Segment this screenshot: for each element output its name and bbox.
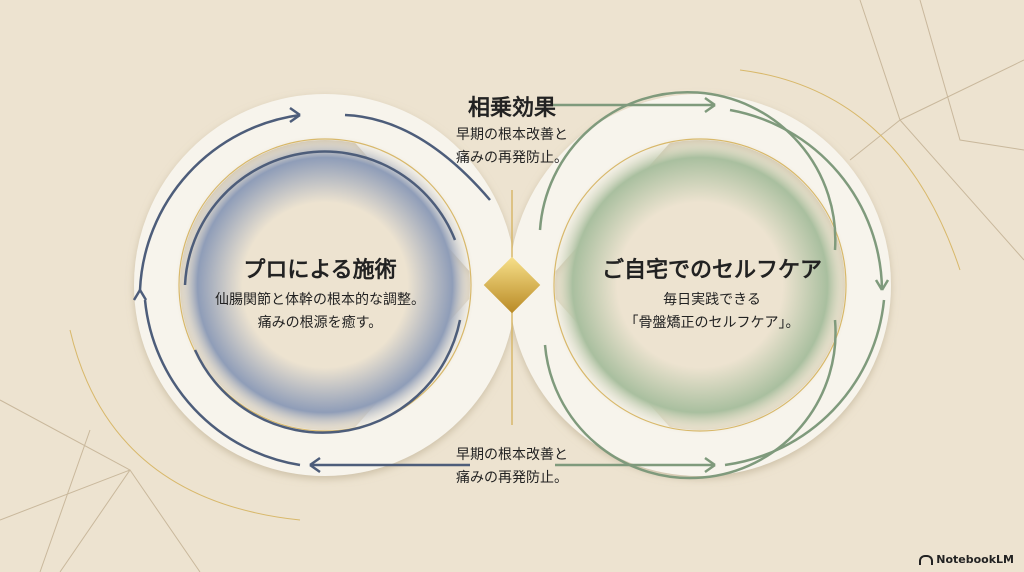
- notebooklm-icon: [919, 554, 934, 565]
- right-line-1: 毎日実践できる: [663, 292, 761, 308]
- synergy-top-line-1: 早期の根本改善と: [456, 127, 568, 143]
- left-text: 仙腸関節と体幹の根本的な調整。 痛みの根源を癒す。: [215, 289, 425, 335]
- right-text: 毎日実践できる 「骨盤矯正のセルフケア」。: [625, 289, 800, 335]
- right-line-2: 「骨盤矯正のセルフケア」。: [624, 315, 800, 331]
- synergy-bottom-line-1: 早期の根本改善と: [456, 447, 568, 463]
- notebooklm-logo: NotebookLM: [919, 553, 1014, 566]
- left-glow: [175, 135, 475, 435]
- left-title: プロによる施術: [243, 257, 397, 283]
- synergy-bottom-line-2: 痛みの再発防止。: [456, 470, 568, 486]
- synergy-title: 相乗効果: [467, 95, 557, 121]
- blue-arrows: [132, 106, 491, 474]
- synergy-bottom-text: 早期の根本改善と 痛みの再発防止。: [456, 444, 568, 490]
- green-arrows: [538, 90, 890, 480]
- right-glow: [550, 135, 850, 435]
- synergy-top-line-2: 痛みの再発防止。: [456, 150, 568, 166]
- right-title: ご自宅でのセルフケア: [601, 257, 823, 283]
- left-line-1: 仙腸関節と体幹の根本的な調整。: [215, 292, 425, 308]
- synergy-top-text: 早期の根本改善と 痛みの再発防止。: [456, 124, 568, 170]
- left-line-2: 痛みの根源を癒す。: [257, 315, 383, 331]
- logo-text: NotebookLM: [936, 553, 1014, 566]
